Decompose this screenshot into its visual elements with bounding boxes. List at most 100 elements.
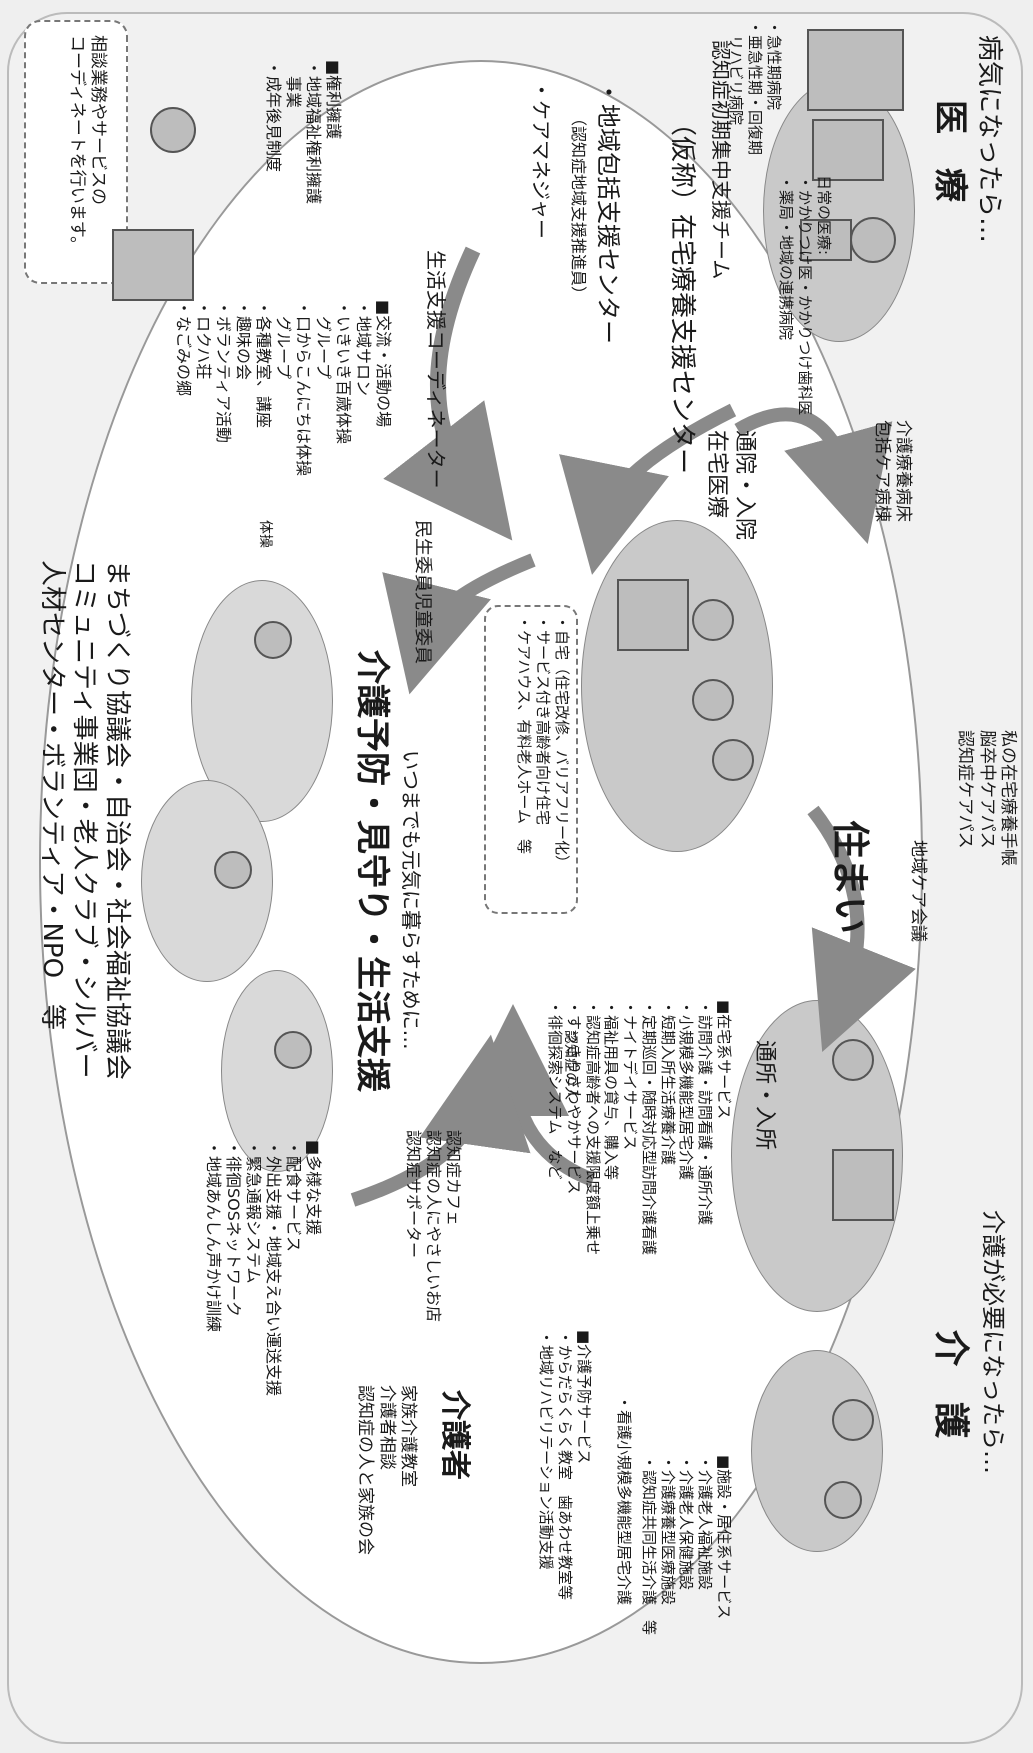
doctor-icon [850,217,896,263]
senior-person-icon [254,621,292,659]
exchange-item: ・各種教室、講座 [254,300,273,429]
home-service-item: ・福祉用具の貸与、購入等 [602,1000,621,1181]
daily-care-item: 日常の医療: [815,175,833,256]
home-service-item: ・定期巡回・随時対応型訪問介護看護 [640,1000,658,1256]
diverse-support-list: ■多様な支援 ・配食サービス ・外出支援・地域支え合い運送支援 ・緊急通報システ… [203,1140,323,1396]
support-center-note: （認知症地域支援推進員） [569,110,588,303]
life-support-coordinator: 生活支援コーディネーター [424,250,448,489]
visit-label-medical: 通院・入院 在宅医療 [703,430,758,540]
daily-care-list: 日常の医療: ・かかりつけ医・かかりつけ歯科医 ・薬局・地域の連携病院 [777,175,834,415]
arrow-center-to-housing [383,246,513,541]
facility-services-list: ■施設・居住系サービス ・介護老人福祉施設 ・介護老人保健施設 ・介護療養型医療… [639,1455,733,1635]
dementia-support-item: 認知症の人にやさしいお店 [424,1130,443,1323]
caregiver-person-icon [832,1039,874,1081]
facility-service-item: ■施設・居住系サービス [715,1455,733,1620]
volunteer-icon [274,1031,312,1069]
prevention-lead: いつまでも元気に暮らすために… [399,750,423,1050]
home-care-center: （仮称）在宅療養支援センター [667,110,697,475]
house-icon [617,579,689,651]
exchange-item: グループ [274,300,293,380]
home-service-item: ・すっきりさわやかサービス [565,1000,583,1195]
caregiver-item: 認知症の人と家族の会 [355,1385,376,1555]
welfare-commissioner: 民生委員児童委員 [412,520,433,664]
care-facility-icon [832,1149,894,1221]
dementia-support-item: 認知症サポーター [404,1130,423,1259]
caregiver-item: 介護者相談 [376,1385,397,1470]
prevention-services-list: ■介護予防サービス ・からだらくらく教室 歯あわせ教室等 ・地域リハビリテーショ… [537,1330,594,1601]
caregiver-title: 介護者 [437,1390,472,1480]
exchange-item: グループ [314,300,333,380]
hospital-building-icon [807,29,904,111]
diverse-support-item: ・徘徊SOSネットワーク [224,1140,243,1317]
care-title: 介 護 [930,1330,971,1439]
home-service-item: ・訪問介護・訪問看護・通所介護 [696,1000,715,1226]
arrow-medical-to-housing [559,403,737,575]
exchange-item: ・地域サロン [354,300,373,397]
daily-care-item: ・薬局・地域の連携病院 [777,175,796,341]
housing-type-item: ・サービス付き高齢者向け住宅 [534,615,553,826]
nursing-multi-service: ・看護小規模多機能型居宅介護 [615,1395,633,1606]
home-service-item: ■在宅系サービス [715,1000,733,1120]
hospital-list: ・急性期病院 ・亜急性期・回復期 リハビリ病院 [727,20,784,155]
housing-title: 住まい [828,820,872,935]
bubble-line: コーディネートを行います。 [66,35,87,254]
diverse-support-item: ・地域あんしん声かけ訓練 [204,1140,223,1333]
rights-item: ・成年後見制度 [264,60,283,173]
prevention-service-item: ・地域リハビリテーション活動支援 [537,1330,556,1570]
dementia-support-item: 認知症カフェ [444,1130,463,1227]
dementia-support-list: 認知症カフェ 認知症の人にやさしいお店 認知症サポーター [403,1130,463,1322]
home-service-item: ・認知症高齢者への支援限度額上乗せ [583,1000,602,1256]
hospital-item: ・急性期病院 [765,20,783,111]
exchange-list: ■交流・活動の場 ・地域サロン ・いきいき百歳体操 グループ ・口からこんにちは… [173,300,393,476]
visit-label-care: 通所・入所 [752,1040,777,1151]
prevention-service-item: ・からだらくらく教室 歯あわせ教室等 [556,1330,575,1601]
facility-service-item: ・介護老人保健施設 [677,1455,696,1591]
ltc-ward-item: 介護療養病床 [893,420,913,522]
exchange-item: ・なごみの郷 [174,300,193,397]
home-services-list: ■在宅系サービス ・訪問介護・訪問看護・通所介護 ・小規模多機能型居宅介護 ・短… [546,1000,733,1256]
exchange-item: ■交流・活動の場 [374,300,393,428]
facility-service-item: ・認知症共同生活介護 等 [640,1455,658,1636]
diverse-support-item: ・配食サービス [284,1140,303,1253]
care-manager-icon [150,107,196,153]
ambulance-icon [812,119,884,181]
caregiver-item: 家族介護教室 [398,1385,418,1487]
care-path-item: 私の在宅療養手帳 [998,730,1018,866]
exercise-group-icon [214,851,252,889]
exchange-item: ・ボランティア活動 [214,300,233,444]
medical-title: 医 療 [930,100,970,202]
support-center-title: ・地域包括支援センター [594,80,622,344]
diverse-support-item: ・緊急通報システム [244,1140,263,1284]
care-heading: 介護が必要になったら… [979,1210,1007,1474]
prevention-title: 介護予防・見守り・生活支援 [352,650,392,1092]
visit-label-line: 通院・入院 [732,430,757,541]
exchange-item: ・口からこんにちは体操 [294,300,313,477]
prevention-service-item: ■介護予防サービス [575,1330,593,1465]
center-building-icon [112,229,194,301]
rights-item: ■権利擁護 [324,60,343,140]
ltc-ward: 介護療養病床 包括ケア病棟 [871,420,913,522]
organization-line: コミュニティ事業団・老人クラブ・シルバー [69,560,100,1079]
rights-item: 事業 [284,60,303,109]
organizations-list: まちづくり協議会・自治会・社会福祉協議会 コミュニティ事業団・老人クラブ・シルバ… [36,560,134,1080]
ltc-ward-item: 包括ケア病棟 [871,420,892,522]
arrow-housing-to-prevention [382,553,536,695]
rights-item: ・地域福祉権利擁護 [304,60,323,205]
housing-type-item: ・自宅（住宅改修、バリアフリー化） [553,615,571,871]
visit-label-line: 在宅医療 [704,430,730,519]
bubble-line: 相談業務やサービスの [88,35,108,205]
gymnastics-label: 体操 [257,520,273,548]
care-path-item: 認知症ケアパス [955,730,976,849]
medical-heading: 病気になったら… [974,35,1004,244]
home-service-item: ・小規模多機能型居宅介護 [677,1000,696,1181]
organization-line: まちづくり協議会・自治会・社会福祉協議会 [102,560,132,1081]
community-care-meeting: 地域ケア会議 [908,840,928,942]
care-path-item: 脳卒中ケアパス [976,730,997,849]
housing-types: ・自宅（住宅改修、バリアフリー化） ・サービス付き高齢者向け住宅 ・ケアハウス、… [515,615,572,871]
dementia-team: 認知症初期集中支援チーム [709,40,733,280]
wheelchair-icon [832,1399,874,1441]
